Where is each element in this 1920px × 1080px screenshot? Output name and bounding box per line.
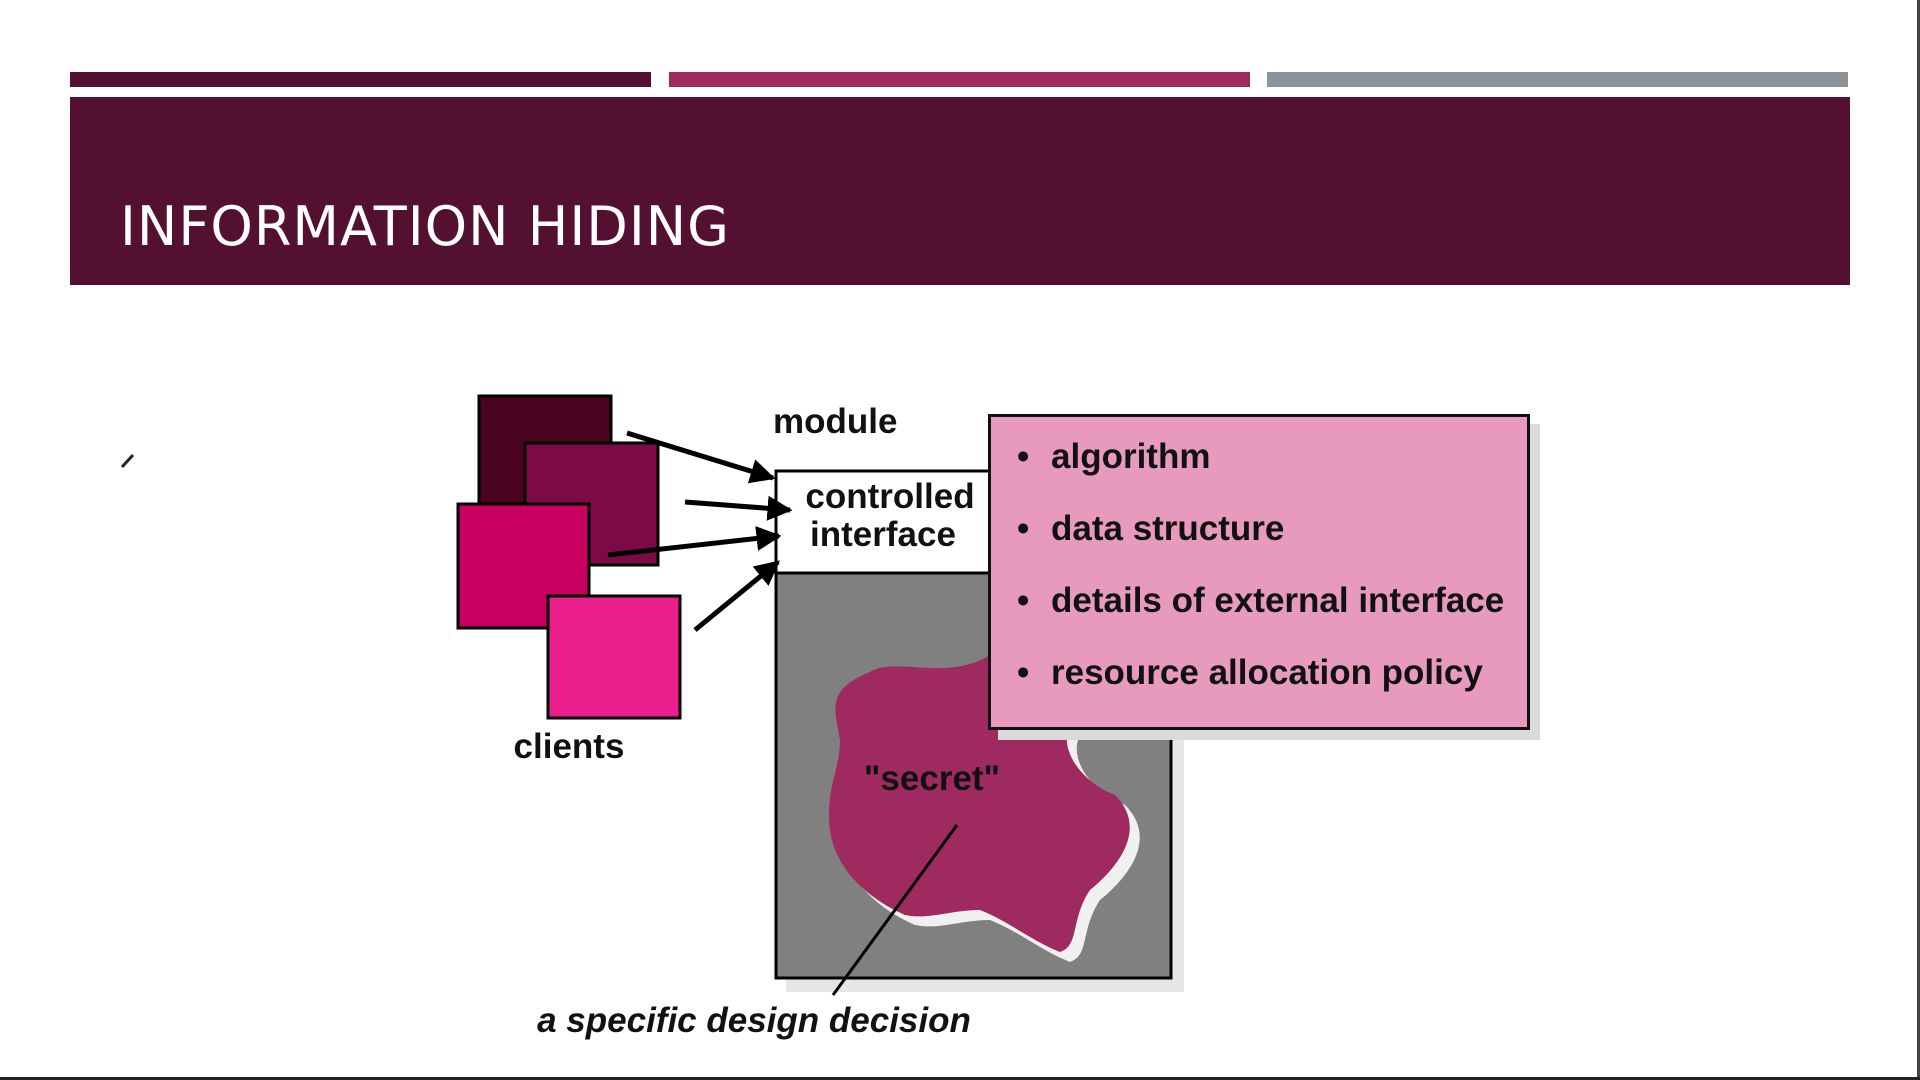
arrow-client-3: [607, 526, 782, 558]
pen-cursor-icon: [120, 453, 135, 469]
bottom-edge-line: [0, 1077, 1920, 1080]
accent-bar-magenta: [669, 72, 1250, 87]
bullet-icon: •: [1017, 653, 1030, 692]
hidden-details-list: •algorithm •data structure •details of e…: [991, 417, 1527, 723]
arrow-client-4: [693, 560, 780, 632]
arrow-client-1: [626, 430, 776, 484]
hidden-details-box: •algorithm •data structure •details of e…: [988, 414, 1530, 730]
list-item: •data structure: [1017, 507, 1527, 579]
design-decision-caption: a specific design decision: [537, 1001, 971, 1040]
list-item: •resource allocation policy: [1017, 651, 1527, 723]
bullet-icon: •: [1017, 437, 1030, 476]
bullet-icon: •: [1017, 581, 1030, 620]
accent-bar-dark: [70, 72, 651, 87]
bullet-icon: •: [1017, 509, 1030, 548]
client-square-4: [546, 594, 682, 720]
title-band: [70, 97, 1850, 285]
caption-pointer-line: [831, 824, 959, 996]
interface-label-line1: controlled: [805, 477, 974, 516]
secret-label: "secret": [864, 759, 1000, 798]
module-label: module: [773, 402, 897, 441]
clients-label: clients: [514, 727, 625, 766]
interface-label-line2: interface: [810, 515, 956, 554]
right-edge-line: [1917, 0, 1920, 1080]
arrow-client-2: [684, 495, 793, 521]
client-square-3: [456, 502, 591, 630]
list-item: •algorithm: [1017, 435, 1527, 507]
list-item: •details of external interface: [1017, 579, 1527, 651]
slide-title: INFORMATION HIDING: [120, 195, 730, 258]
accent-bar-gray: [1267, 72, 1848, 87]
